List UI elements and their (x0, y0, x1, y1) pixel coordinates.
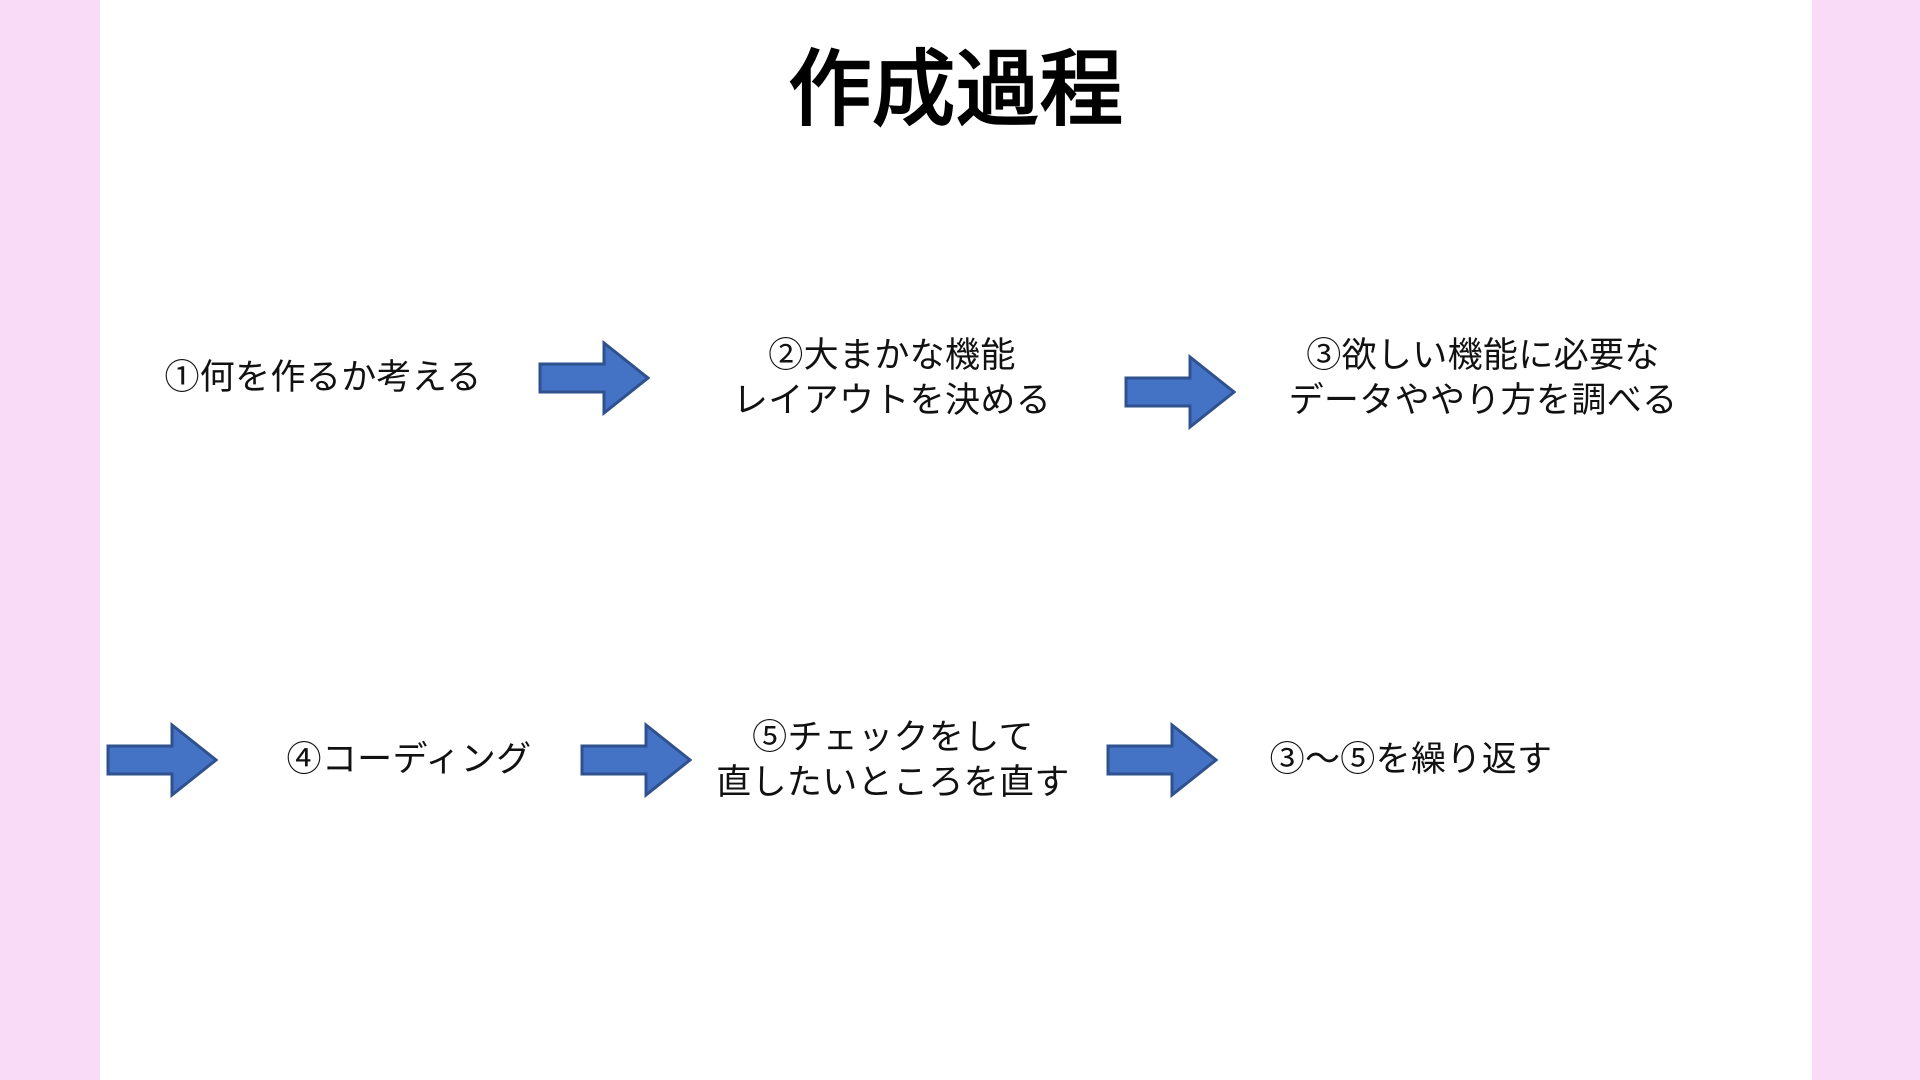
step-1-label: ①何を作るか考える (164, 358, 482, 398)
right-arrow-icon (538, 340, 650, 416)
step-4-label: ④コーディング (286, 740, 532, 780)
step-5-label: ⑤チェックをして 直したいところを直す (716, 717, 1070, 803)
decorative-band-right (1812, 0, 1920, 1080)
decorative-band-left (0, 0, 100, 1080)
right-arrow-icon (1106, 722, 1218, 798)
right-arrow-icon (1124, 354, 1236, 430)
step-3-label: ③欲しい機能に必要な データややり方を調べる (1288, 335, 1678, 421)
step-2-label: ②大まかな機能 レイアウトを決める (732, 335, 1052, 421)
step-6-label: ③〜⑤を繰り返す (1269, 740, 1553, 780)
slide-content-area: 作成過程 ①何を作るか考える ②大まかな機能 レイアウトを決める ③欲しい機能に (100, 0, 1812, 1080)
right-arrow-icon (106, 722, 218, 798)
page-title: 作成過程 (788, 43, 1124, 136)
flow-row-1: ①何を作るか考える ②大まかな機能 レイアウトを決める ③欲しい機能に必要な デ… (100, 318, 1812, 438)
flow-row-2: ④コーディング ⑤チェックをして 直したいところを直す ③〜⑤を繰り返す (100, 700, 1812, 820)
right-arrow-icon (580, 722, 692, 798)
